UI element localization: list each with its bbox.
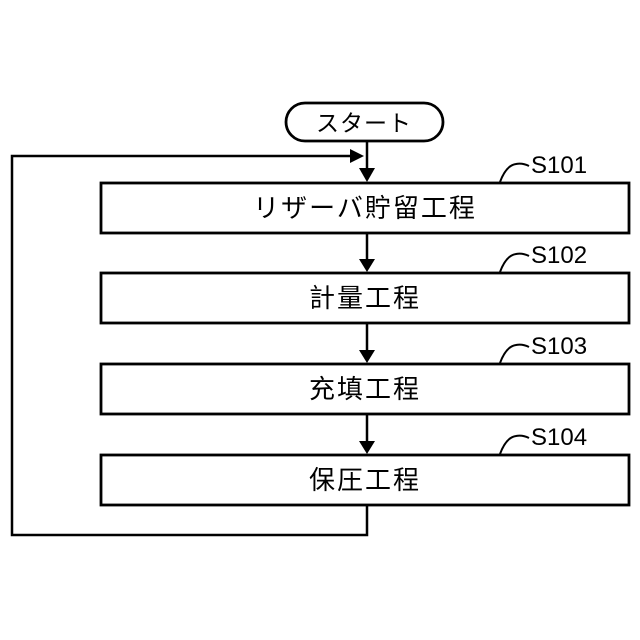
start-terminal bbox=[284, 101, 445, 143]
feedback-loop-arrowhead bbox=[350, 149, 364, 163]
arrow-s101-to-s102-head bbox=[359, 259, 375, 272]
leader-line-s104 bbox=[499, 434, 530, 455]
process-label-s101: リザーバ貯留工程 bbox=[253, 193, 477, 223]
leader-line-s101 bbox=[499, 162, 530, 183]
arrow-start-to-s101-head bbox=[359, 168, 375, 182]
leader-line-s102 bbox=[499, 252, 530, 273]
leader-line-s103 bbox=[499, 343, 530, 364]
process-label-s104: 保圧工程 bbox=[309, 465, 421, 495]
ref-label-s101: S101 bbox=[531, 152, 587, 179]
process-label-s103: 充填工程 bbox=[309, 374, 421, 404]
process-box-s102 bbox=[99, 271, 631, 325]
process-label-s102: 計量工程 bbox=[309, 283, 421, 313]
ref-label-s103: S103 bbox=[531, 333, 587, 360]
start-label: スタート bbox=[316, 110, 412, 136]
arrow-s102-to-s103-head bbox=[359, 350, 375, 363]
process-box-s103 bbox=[99, 362, 631, 416]
ref-label-s102: S102 bbox=[531, 242, 587, 269]
arrow-s103-to-s104-head bbox=[359, 441, 375, 454]
process-box-s101 bbox=[99, 181, 631, 235]
ref-label-s104: S104 bbox=[531, 424, 587, 451]
process-box-s104 bbox=[99, 453, 631, 507]
feedback-loop-line bbox=[10, 154, 369, 537]
